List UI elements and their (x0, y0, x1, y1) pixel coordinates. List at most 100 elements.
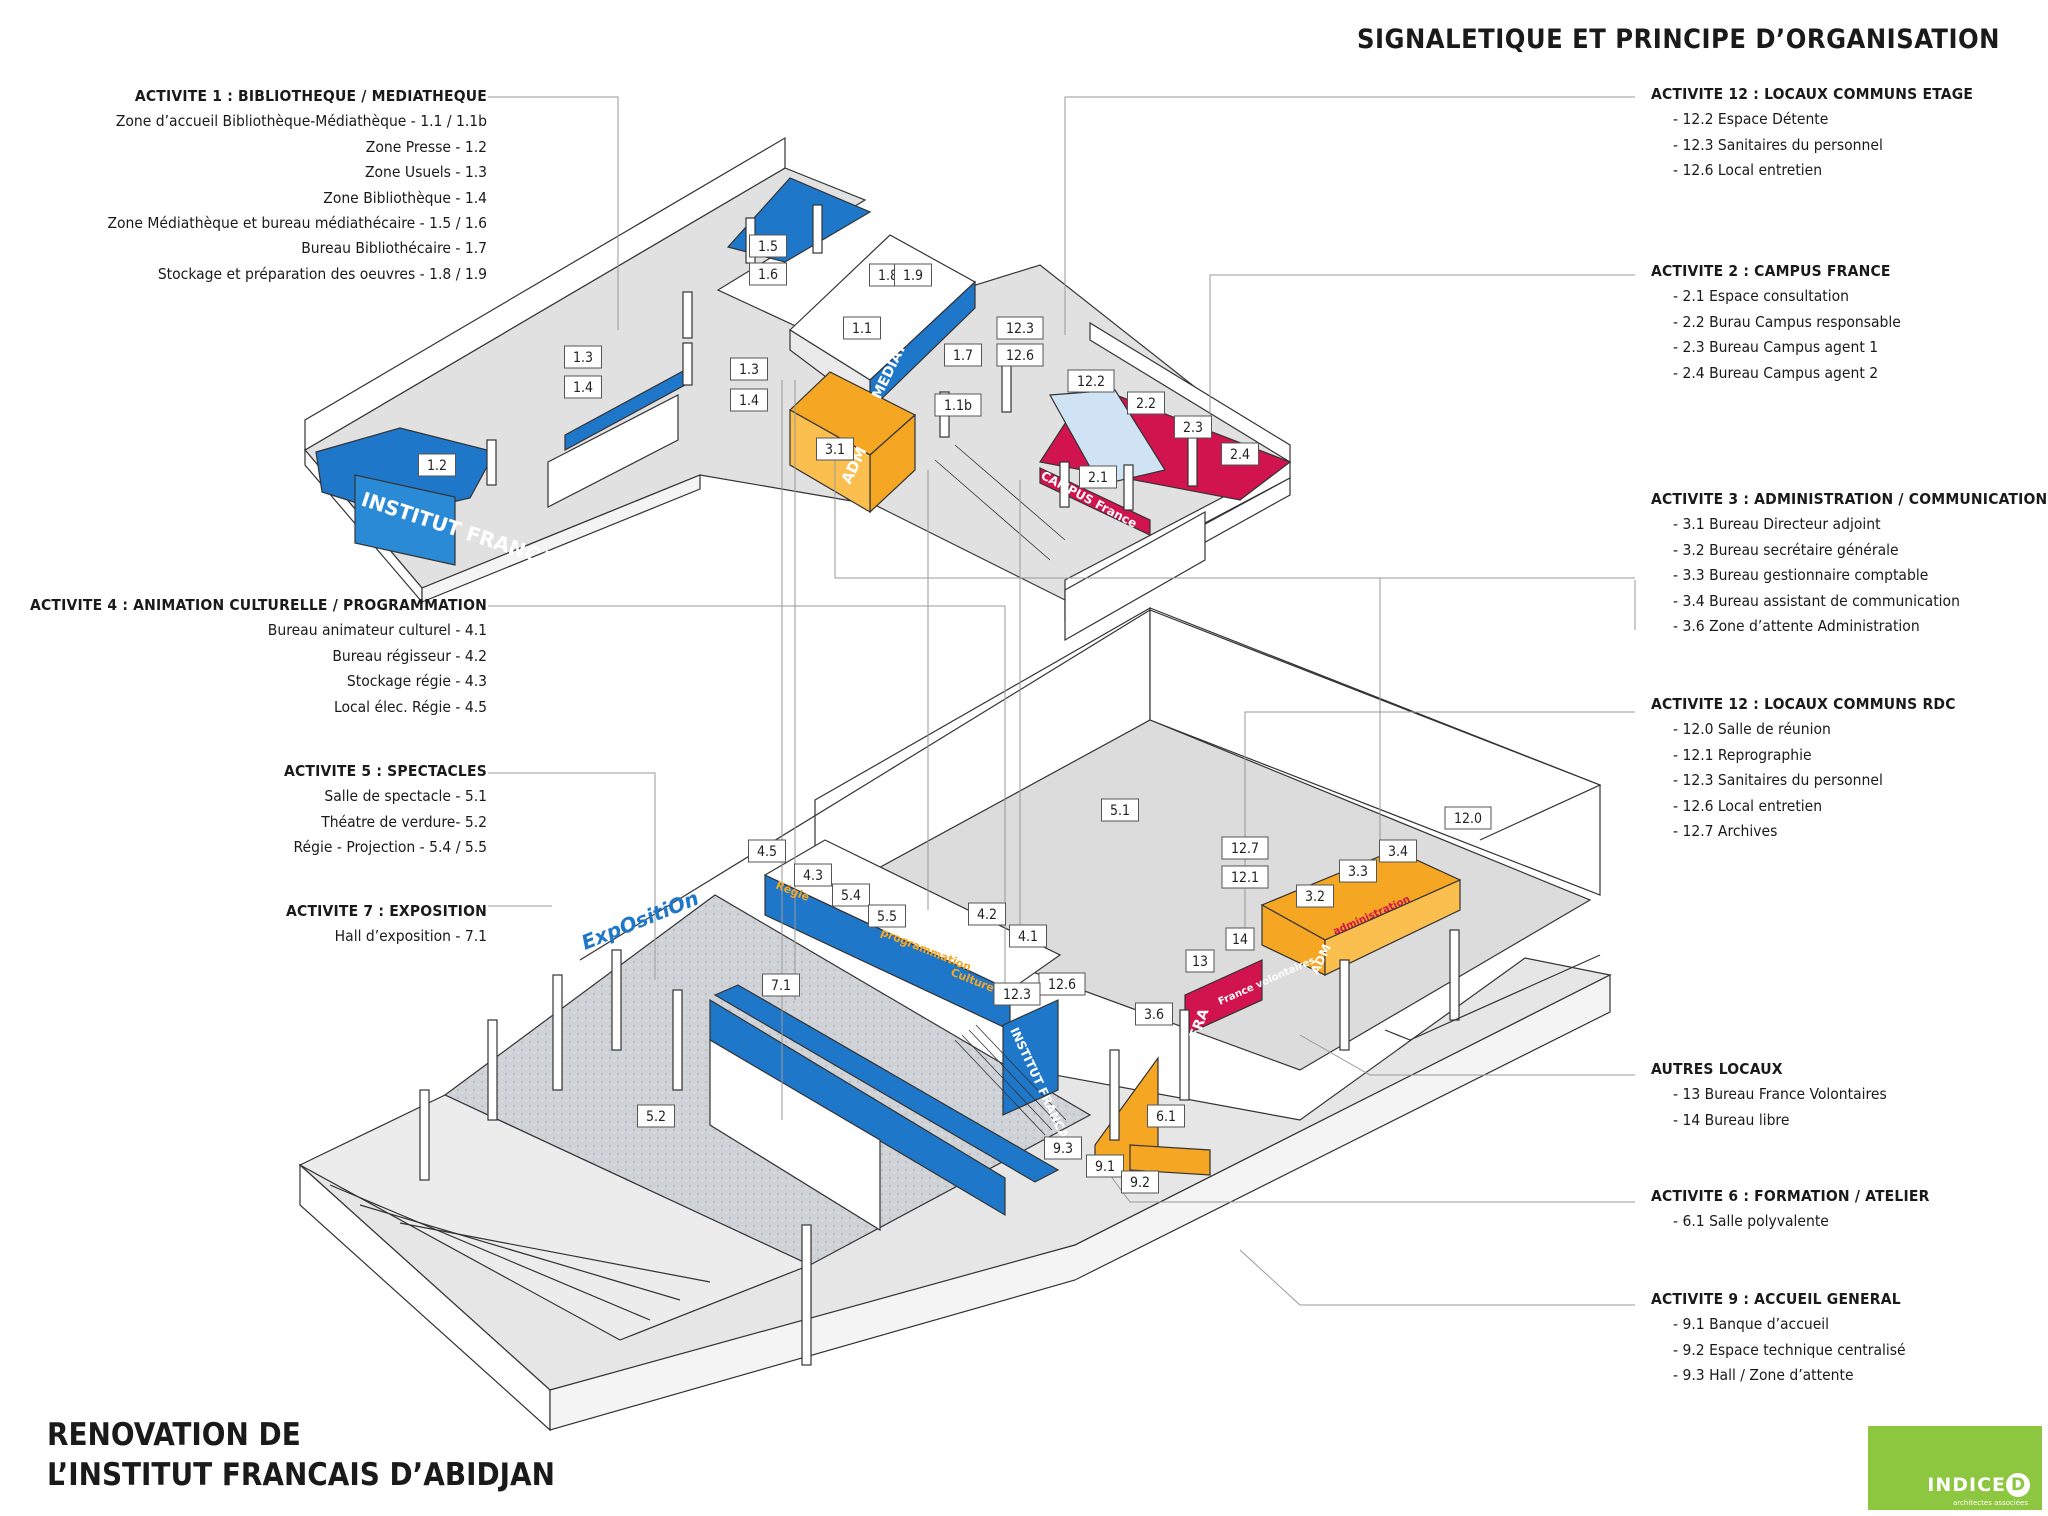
lower-room-tag-label: 12.1 (1231, 870, 1259, 886)
legend-item: 12.3 Sanitaires du personnel (1651, 133, 1973, 158)
legend-item: 2.4 Bureau Campus agent 2 (1651, 361, 1901, 386)
upper-room-tag-label: 1.9 (903, 268, 923, 284)
lower-room-tag-box (1135, 1002, 1173, 1026)
upper-room-tag-box (894, 263, 932, 287)
lower-room-tag-label: 5.4 (841, 888, 861, 904)
legend-item: Local élec. Régie - 4.5 (333, 697, 487, 716)
legend-item: Hall d’exposition - 7.1 (334, 927, 487, 946)
legend-heading: ACTIVITE 9 : ACCUEIL GENERAL (1651, 1290, 1901, 1308)
legend-activite-2: ACTIVITE 2 : CAMPUS FRANCE 2.1 Espace co… (1651, 259, 1901, 386)
upper-room-tag: 1.3 (730, 357, 768, 381)
legend-item: Bureau animateur culturel - 4.1 (267, 621, 487, 640)
lower-room-tag: 5.5 (868, 904, 906, 928)
lower-room-tag: 3.4 (1379, 839, 1417, 863)
lower-room-tag-label: 9.1 (1095, 1159, 1115, 1175)
lower-room-tag: 12.7 (1221, 836, 1269, 860)
legend-item: 13 Bureau France Volontaires (1651, 1082, 1886, 1107)
upper-room-tag-box (996, 316, 1044, 340)
upper-room-tag-box (1174, 415, 1212, 439)
lower-room-tag: 12.6 (1038, 972, 1086, 996)
legend-item: 12.6 Local entretien (1651, 158, 1973, 183)
lower-room-tag: 6.1 (1147, 1104, 1185, 1128)
legend-heading: ACTIVITE 5 : SPECTACLES (284, 762, 487, 780)
lower-room-tag-label: 12.3 (1003, 987, 1031, 1003)
lower-room-tag-label: 9.3 (1053, 1141, 1073, 1157)
lower-room-tag-label: 14 (1232, 932, 1248, 948)
upper-room-tag-label: 12.6 (1006, 348, 1034, 364)
upper-room-tag: 2.3 (1174, 415, 1212, 439)
upper-room-tag-label: 1.6 (758, 267, 778, 283)
upper-room-tag: 1.2 (418, 453, 456, 477)
legend-item: Zone Médiathèque et bureau médiathécaire… (107, 214, 487, 233)
legend-heading: ACTIVITE 7 : EXPOSITION (286, 902, 487, 920)
logo-tagline: architectes associées (1953, 1499, 2028, 1507)
shelf-rack (547, 394, 679, 508)
legend-item: 2.3 Bureau Campus agent 1 (1651, 335, 1901, 360)
upper-room-tag: 1.4 (730, 388, 768, 412)
upper-room-tag: 1.1b (934, 393, 982, 417)
ground-base-front (549, 974, 1611, 1431)
legend-activite-12-etage: ACTIVITE 12 : LOCAUX COMMUNS ETAGE 12.2 … (1651, 82, 1973, 184)
upper-room-tag-box (749, 234, 787, 258)
lower-room-tag-box (1086, 1154, 1124, 1178)
lower-room-tag-box (1147, 1104, 1185, 1128)
legend-heading: ACTIVITE 4 : ANIMATION CULTURELLE / PROG… (30, 596, 487, 614)
upper-room-tag-label: 1.3 (573, 350, 593, 366)
upper-room-tag-box (996, 343, 1044, 367)
lower-room-tag: 5.4 (832, 883, 870, 907)
upper-room-tag: 1.4 (564, 375, 602, 399)
legend-activite-5: ACTIVITE 5 : SPECTACLES Salle de spectac… (284, 759, 487, 861)
institut-lower-panel (1002, 999, 1059, 1116)
upper-room-tag: 1.5 (749, 234, 787, 258)
lower-room-tag-box (1379, 839, 1417, 863)
lower-room-tag-label: 4.1 (1018, 929, 1038, 945)
lower-room-tag-label: 5.5 (877, 909, 897, 925)
lower-room-tag-box (1044, 1136, 1082, 1160)
lower-room-tag-label: 5.1 (1110, 803, 1130, 819)
upper-room-tag-box (749, 262, 787, 286)
lower-room-tag-label: 4.5 (757, 844, 777, 860)
legend-item: 9.2 Espace technique centralisé (1651, 1338, 1905, 1363)
legend-heading: ACTIVITE 6 : FORMATION / ATELIER (1651, 1187, 1930, 1205)
lower-room-tag: 9.3 (1044, 1136, 1082, 1160)
lower-room-tag: 12.3 (993, 982, 1041, 1006)
upper-room-tag-box (843, 316, 881, 340)
lower-room-tag-box (1121, 1170, 1159, 1194)
upper-room-tag: 1.1 (843, 316, 881, 340)
lower-room-tag-label: 3.4 (1388, 844, 1408, 860)
upper-room-tag-label: 2.4 (1230, 447, 1250, 463)
expo-blue-top (713, 984, 1060, 1183)
upper-room-tag-label: 1.4 (739, 393, 759, 409)
upper-room-tag-box (944, 343, 982, 367)
upper-room-tag-box (1127, 391, 1165, 415)
upper-room-tag-label: 1.8 (878, 268, 898, 284)
upper-room-tag-label: 3.1 (825, 442, 845, 458)
legend-item: 9.3 Hall / Zone d’attente (1651, 1363, 1906, 1388)
upper-room-tag: 1.9 (894, 263, 932, 287)
lower-room-tag-box (1221, 865, 1269, 889)
upper-room-tag: 12.3 (996, 316, 1044, 340)
lower-room-tag-box (1185, 949, 1215, 973)
legend-autres-locaux: AUTRES LOCAUX 13 Bureau France Volontair… (1651, 1057, 1887, 1133)
legend-activite-7: ACTIVITE 7 : EXPOSITION Hall d’expositio… (286, 899, 487, 950)
legend-item: 3.6 Zone d’attente Administration (1651, 614, 2047, 639)
lower-room-tag-box (993, 982, 1041, 1006)
lower-room-tag: 12.0 (1444, 806, 1492, 830)
lower-room-tag: 4.5 (748, 839, 786, 863)
lower-room-tag-label: 3.2 (1305, 889, 1325, 905)
ground-outline (1384, 954, 1601, 1041)
expo-blue-wall (709, 1038, 881, 1232)
lower-room-tag-label: 7.1 (771, 978, 791, 994)
legend-activite-12-rdc: ACTIVITE 12 : LOCAUX COMMUNS RDC 12.0 Sa… (1651, 692, 1956, 844)
upper-room-tag-label: 1.1b (944, 398, 972, 414)
lower-room-tag: 4.3 (794, 863, 832, 887)
indice-logo: INDICE D architectes associées (1868, 1426, 2042, 1510)
legend-item: 12.0 Salle de réunion (1651, 717, 1956, 742)
diagram-title: SIGNALETIQUE ET PRINCIPE D’ORGANISATION (1357, 24, 2000, 55)
legend-item: Zone Bibliothèque - 1.4 (323, 188, 487, 207)
project-title-line-1: RENOVATION DE (47, 1417, 301, 1453)
lower-room-tag-label: 4.3 (803, 868, 823, 884)
